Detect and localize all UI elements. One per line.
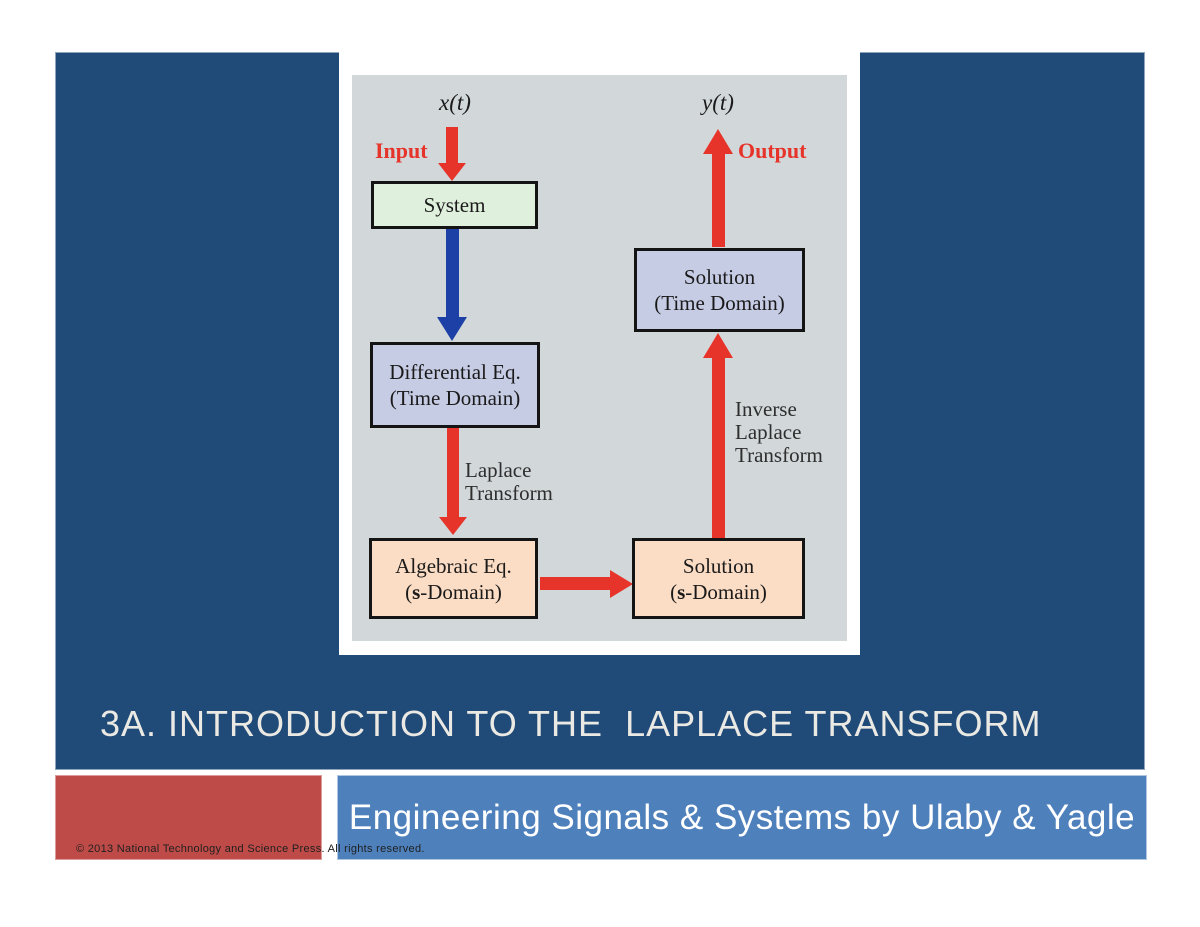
box-line: Differential Eq. bbox=[389, 360, 521, 384]
footer-banner-text: Engineering Signals & Systems by Ulaby &… bbox=[348, 797, 1136, 837]
arrow-shaft bbox=[711, 358, 725, 538]
arrow-head-up-icon bbox=[703, 129, 733, 154]
system-box: System bbox=[371, 181, 538, 229]
system-to-diffeq-arrow-icon bbox=[437, 229, 467, 341]
footer-banner: Engineering Signals & Systems by Ulaby &… bbox=[337, 775, 1147, 860]
input-signal-label: x(t) bbox=[439, 90, 471, 115]
laplace-transform-label: Laplace Transform bbox=[465, 459, 553, 505]
arrow-head-up-icon bbox=[703, 333, 733, 358]
solution-time-domain-box: Solution (Time Domain) bbox=[634, 248, 805, 332]
input-arrow-icon bbox=[438, 127, 466, 181]
output-signal-label: y(t) bbox=[702, 90, 734, 115]
arrow-head-right-icon bbox=[610, 569, 633, 598]
arrow-shaft bbox=[711, 154, 725, 247]
algebraic-eq-box: Algebraic Eq. (s-Domain) bbox=[369, 538, 538, 619]
s-variable: s bbox=[412, 579, 421, 604]
solution-s-domain-box: Solution (s-Domain) bbox=[632, 538, 805, 619]
copyright-text: © 2013 National Technology and Science P… bbox=[76, 843, 425, 855]
box-line: System bbox=[423, 193, 486, 217]
input-label: Input bbox=[375, 138, 428, 163]
box-line: Solution bbox=[682, 553, 755, 578]
arrow-shaft bbox=[445, 229, 459, 317]
differential-eq-box: Differential Eq. (Time Domain) bbox=[370, 342, 540, 428]
label-line: Transform bbox=[465, 481, 553, 505]
label-line: Laplace bbox=[465, 458, 532, 482]
box-line: (Time Domain) bbox=[389, 386, 521, 410]
paren: ( bbox=[670, 579, 678, 604]
box-line: (s-Domain) bbox=[670, 579, 767, 605]
arrow-shaft bbox=[540, 577, 610, 590]
footer-accent-box bbox=[55, 775, 322, 860]
output-arrow-icon bbox=[703, 129, 733, 247]
arrow-shaft bbox=[446, 127, 458, 163]
arrow-shaft bbox=[447, 428, 459, 517]
arrow-head-down-icon bbox=[438, 163, 466, 181]
box-line: (Time Domain) bbox=[654, 291, 785, 315]
inverse-laplace-transform-label: Inverse Laplace Transform bbox=[735, 398, 823, 467]
paren: ( bbox=[405, 579, 413, 604]
laplace-transform-arrow-icon bbox=[439, 428, 467, 535]
arrow-head-down-icon bbox=[439, 517, 467, 535]
s-domain-arrow-icon bbox=[540, 569, 633, 598]
domain-suffix: -Domain) bbox=[685, 579, 767, 604]
label-line: Inverse bbox=[735, 397, 797, 421]
output-label: Output bbox=[738, 138, 807, 163]
inverse-laplace-arrow-icon bbox=[703, 333, 733, 538]
laplace-flow-diagram: x(t) Input System Differential Eq. (Time… bbox=[352, 75, 847, 641]
box-line: (s-Domain) bbox=[405, 579, 502, 605]
slide-title: 3A. INTRODUCTION TO THE LAPLACE TRANSFOR… bbox=[100, 703, 1042, 744]
diagram-figure-frame: x(t) Input System Differential Eq. (Time… bbox=[339, 52, 860, 655]
label-line: Laplace bbox=[735, 420, 802, 444]
s-variable: s bbox=[677, 579, 686, 604]
domain-suffix: -Domain) bbox=[420, 579, 502, 604]
label-line: Transform bbox=[735, 443, 823, 467]
box-line: Algebraic Eq. bbox=[395, 553, 512, 578]
box-line: Solution bbox=[683, 265, 756, 289]
arrow-head-down-icon bbox=[437, 317, 467, 341]
